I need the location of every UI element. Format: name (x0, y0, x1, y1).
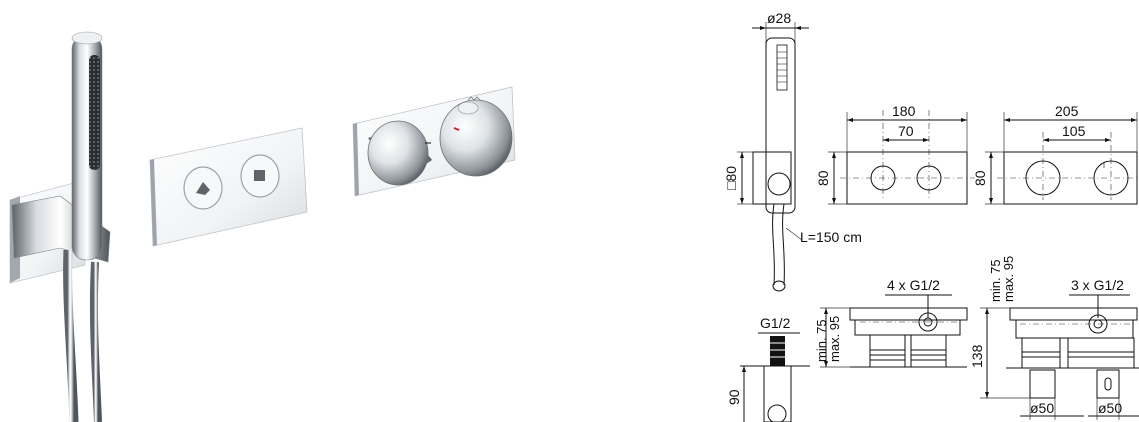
dim-plate205-spacing: 105 (1062, 123, 1086, 139)
handshower-drawing: ø28 □80 L=150 cm (723, 10, 862, 292)
dim-box2-max: max. 95 (1001, 256, 1016, 302)
dim-box1-max: max. 95 (827, 316, 842, 362)
box-4way-drawing: 4 x G1/2 min. 75 max. 95 (814, 277, 968, 368)
box-3way-drawing: min. 75 max. 95 3 x G1/2 138 ø50 (969, 256, 1139, 420)
dim-box1-connections: 4 x G1/2 (887, 277, 940, 293)
dim-plate205-height: 80 (972, 170, 988, 186)
dim-box2-diameter-right: ø50 (1098, 400, 1122, 416)
outlet-section-drawing: G1/2 90 (726, 315, 810, 422)
dim-outlet-connection: G1/2 (760, 315, 791, 331)
dim-bracket-square: □80 (723, 166, 739, 190)
dim-box2-height: 138 (969, 344, 985, 368)
flow-knob-icon (367, 120, 429, 186)
plate-180-drawing: 180 70 80 (815, 103, 975, 205)
dim-plate180-width: 180 (892, 103, 916, 119)
dim-plate205-width: 205 (1055, 103, 1079, 119)
dim-box1-min: min. 75 (814, 319, 829, 362)
dim-box2-connections: 3 x G1/2 (1071, 277, 1124, 293)
temperature-knob-icon (439, 99, 513, 177)
dim-handshower-diameter: ø28 (767, 10, 791, 26)
handshower-photo (9, 31, 111, 422)
dim-box2-min: min. 75 (988, 259, 1003, 302)
dim-hose-length: L=150 cm (800, 229, 862, 245)
dim-plate180-spacing: 70 (898, 123, 914, 139)
button-plate-photo (149, 127, 308, 247)
dim-box2-diameter-left: ø50 (1030, 400, 1054, 416)
thermostat-plate-photo (352, 86, 516, 197)
plate-205-drawing: 205 105 80 (972, 103, 1139, 205)
dim-outlet-depth: 90 (726, 389, 742, 405)
dim-plate180-height: 80 (815, 170, 831, 186)
